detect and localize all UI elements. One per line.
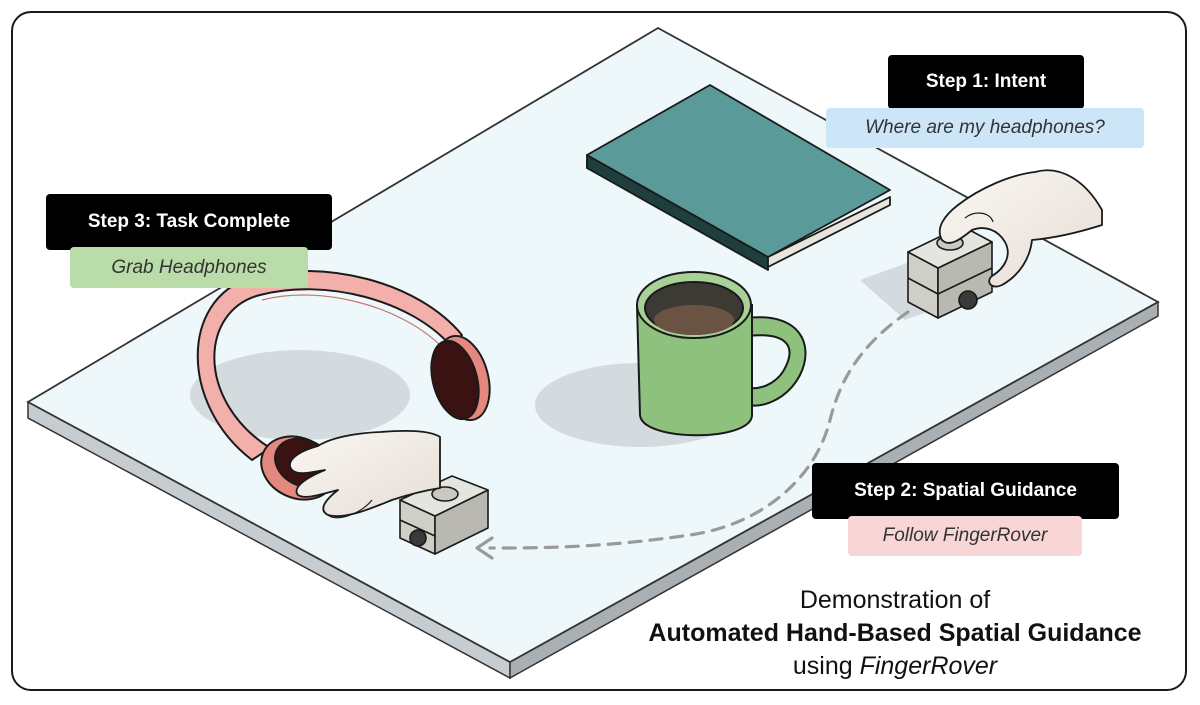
headphones-earcup-right xyxy=(430,339,480,421)
caption-line-3-prefix: using xyxy=(792,652,860,680)
step-2-subtext: Follow FingerRover xyxy=(848,516,1082,556)
step-2-label: Step 2: Spatial Guidance xyxy=(812,463,1119,519)
mug xyxy=(635,271,807,437)
caption-line-2: Automated Hand-Based Spatial Guidance xyxy=(648,619,1142,647)
book-cover xyxy=(586,84,891,258)
step-1-label: Step 1: Intent xyxy=(888,55,1084,109)
mug-body xyxy=(635,304,753,437)
step-3-label: Step 3: Task Complete xyxy=(46,194,332,250)
book xyxy=(586,84,891,271)
rover-2-wheel xyxy=(409,529,427,547)
rover-2 xyxy=(399,475,489,555)
rover-2-button xyxy=(431,486,459,502)
coffee xyxy=(654,305,734,335)
guidance-arrowhead xyxy=(475,536,494,560)
hand-1 xyxy=(938,169,1103,288)
rover-2-seam xyxy=(399,519,436,537)
caption-line-3-name: FingerRover xyxy=(859,652,998,680)
headphones-shadow xyxy=(190,350,410,440)
caption-line-3: using FingerRover xyxy=(610,652,1180,681)
guidance-path xyxy=(488,310,910,550)
hand-2-thumb xyxy=(327,499,373,519)
hand-1-finger xyxy=(964,212,994,223)
step-3-subtext: Grab Headphones xyxy=(70,247,308,288)
step-1-subtext: Where are my headphones? xyxy=(826,108,1144,148)
headphones-band xyxy=(196,270,463,461)
rover-1-seam-2 xyxy=(937,267,993,295)
rover-1 xyxy=(907,225,993,319)
rover-1-wheel xyxy=(958,290,978,310)
caption-line-1: Demonstration of xyxy=(799,586,991,614)
rover-1-seam xyxy=(907,277,939,295)
hand-2 xyxy=(289,429,441,517)
headphones-band-inner xyxy=(261,294,441,346)
